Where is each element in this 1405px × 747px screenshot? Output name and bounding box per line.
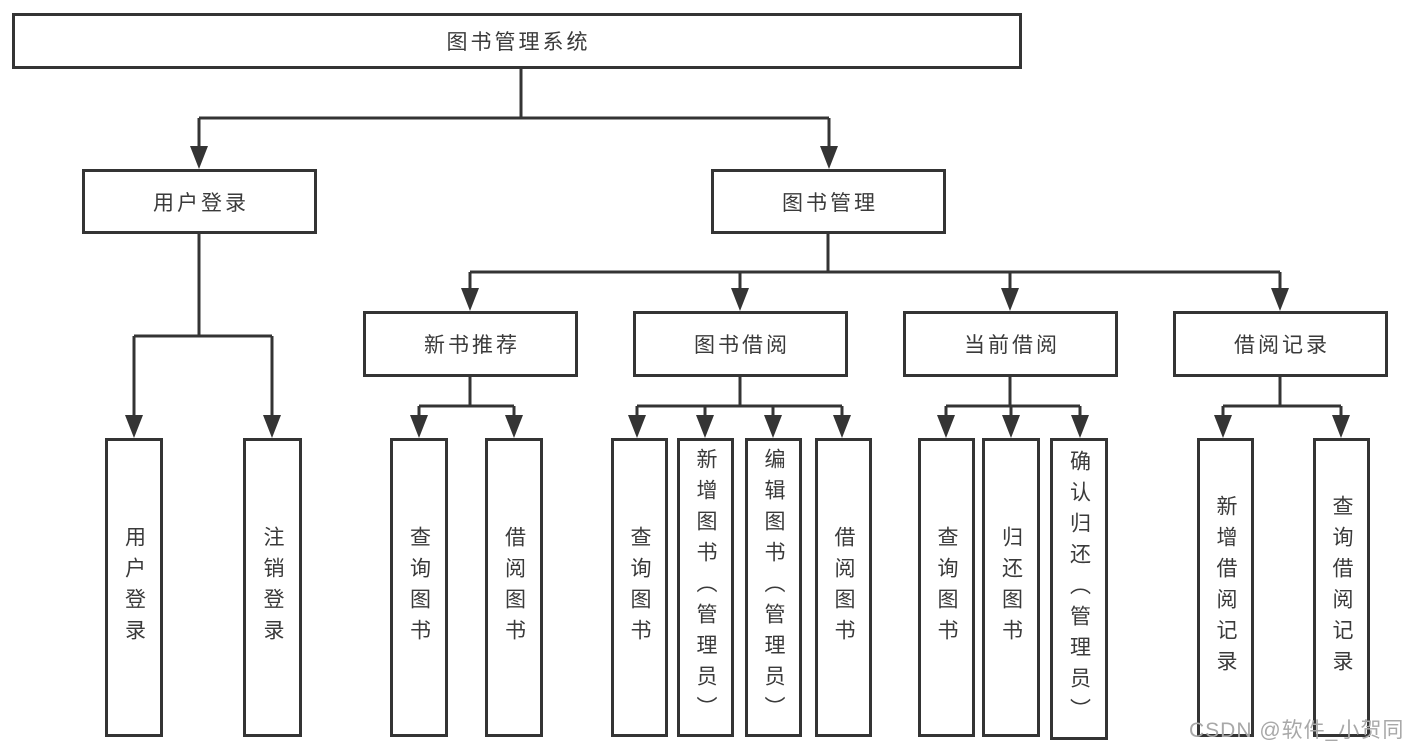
node-library-management-system: 图书管理系统 (12, 13, 1022, 69)
leaf-logout: 注销登录 (243, 438, 302, 737)
leaf-query-books-borrow: 查询图书 (611, 438, 668, 737)
node-current-borrow: 当前借阅 (903, 311, 1118, 377)
node-book-borrow: 图书借阅 (633, 311, 848, 377)
connector-borrow-records-to-leaves (1221, 377, 1343, 420)
connector-book-mgmt-to-level3 (468, 234, 1282, 292)
leaf-edit-books-admin: 编辑图书（管理员） (745, 438, 802, 737)
connector-book-borrow-to-leaves (635, 377, 844, 420)
connector-new-book-to-leaves (417, 377, 516, 420)
node-book-management: 图书管理 (711, 169, 946, 234)
csdn-watermark: CSDN @软件_小贺同学 (1189, 719, 1405, 742)
leaf-query-books-recommend: 查询图书 (390, 438, 448, 737)
connector-root-to-level2 (197, 69, 831, 150)
leaf-query-books-current: 查询图书 (918, 438, 975, 737)
leaf-query-borrow-record: 查询借阅记录 (1313, 438, 1370, 737)
connector-current-borrow-to-leaves (944, 377, 1082, 420)
arrowheads (125, 146, 1350, 438)
node-borrow-records: 借阅记录 (1173, 311, 1388, 377)
leaf-borrow-books-recommend: 借阅图书 (485, 438, 543, 737)
leaf-confirm-return-admin: 确认归还（管理员） (1050, 438, 1108, 740)
node-new-book-recommend: 新书推荐 (363, 311, 578, 377)
leaf-add-books-admin: 新增图书（管理员） (677, 438, 734, 737)
leaf-add-borrow-record: 新增借阅记录 (1197, 438, 1254, 737)
leaf-borrow-books: 借阅图书 (815, 438, 872, 737)
connector-user-login-to-leaves (132, 234, 274, 420)
leaf-user-login: 用户登录 (105, 438, 163, 737)
leaf-return-books: 归还图书 (982, 438, 1040, 737)
node-user-login: 用户登录 (82, 169, 317, 234)
